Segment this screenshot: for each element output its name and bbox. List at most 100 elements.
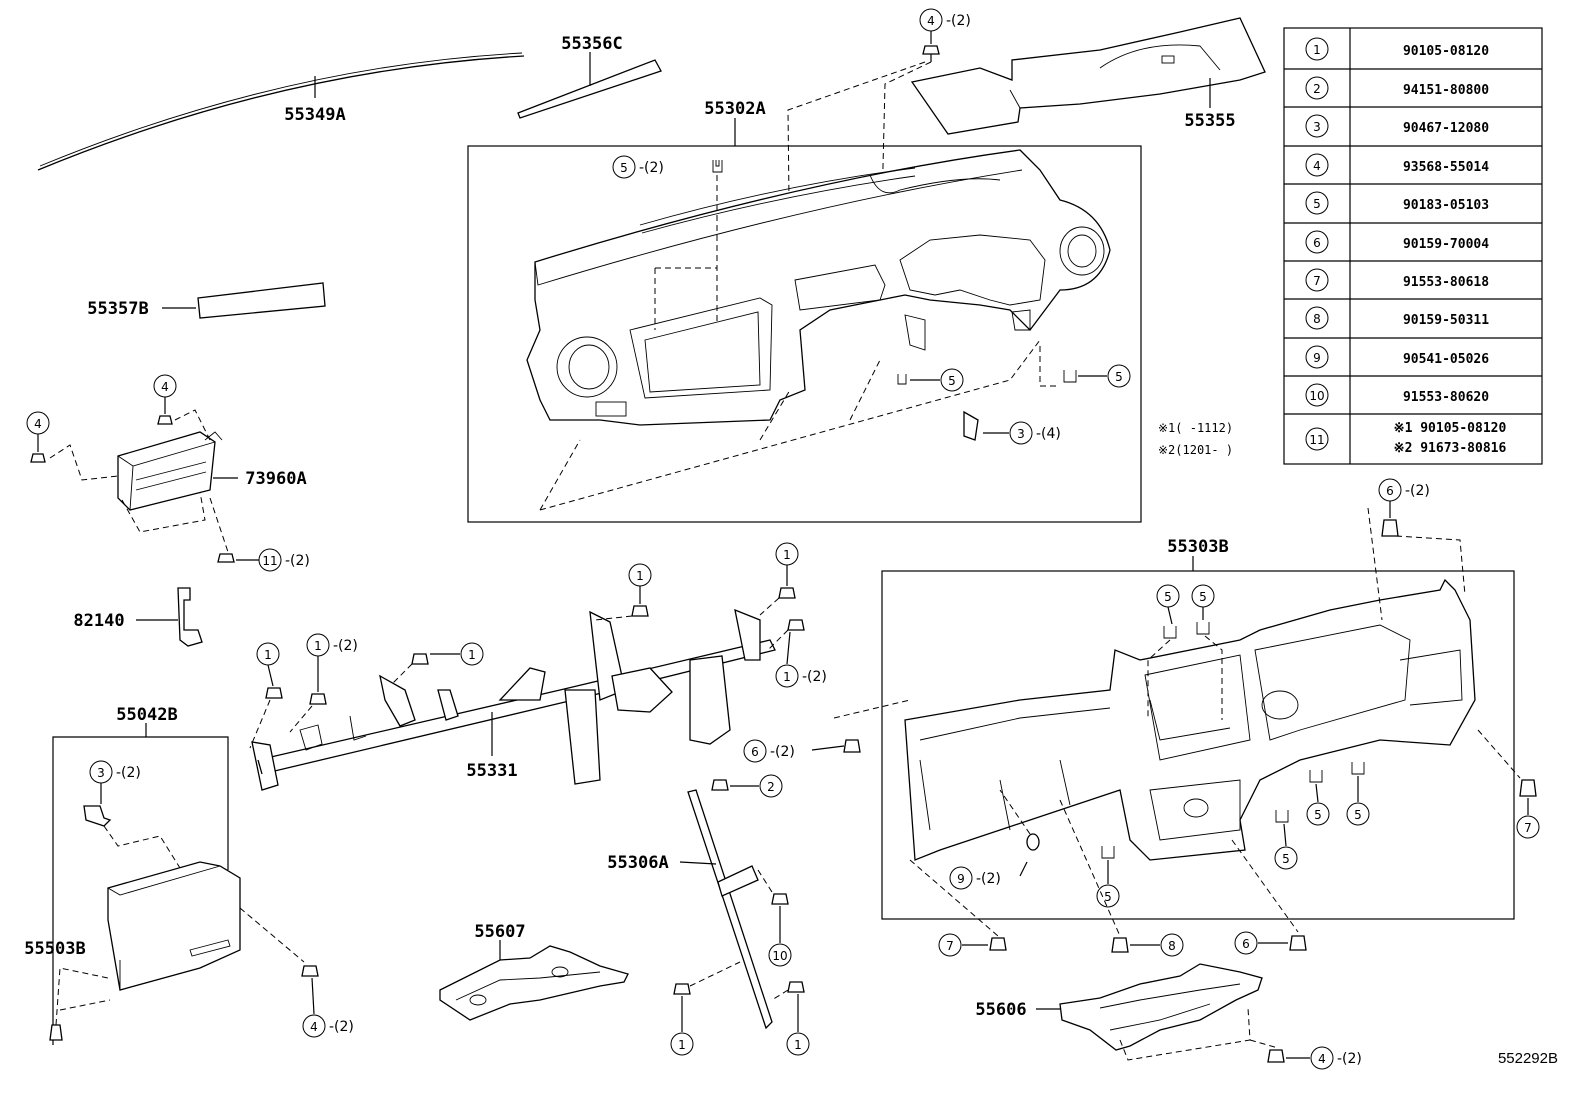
callout-qty: -(4) — [1036, 426, 1061, 442]
callout-number: 1 — [636, 569, 644, 583]
callout-number: 4 — [310, 1020, 318, 1034]
table-row: 5 90183-05103 — [1305, 191, 1489, 215]
callout-qty: -(2) — [976, 871, 1001, 887]
note-1: ※1( -1112) — [1158, 421, 1233, 435]
table-row-no: 6 — [1313, 236, 1321, 250]
box-55302A: 55302A — [467, 99, 1142, 523]
bolt-callout: 1 — [771, 981, 810, 1056]
callout-qty: -(2) — [770, 744, 795, 760]
reinforcement-55331: 55331 — [251, 608, 776, 791]
table-row: 9 90541-05026 — [1305, 345, 1489, 369]
table-row-no: 2 — [1313, 82, 1321, 96]
bolt-callout: 1 — [594, 563, 652, 621]
callout-number: 5 — [1104, 890, 1112, 904]
callout-number: 4 — [1318, 1052, 1326, 1066]
callout-qty: -(2) — [1337, 1051, 1362, 1067]
callout-number: 5 — [1199, 590, 1207, 604]
duct-55607: 55607 — [439, 922, 629, 1021]
box-55042B: 55042B — [52, 705, 229, 1045]
clip-callout: 5 — [1306, 770, 1330, 826]
clip-callout: 9 -(2) — [949, 789, 1040, 890]
callout-number: 5 — [948, 374, 956, 388]
bolt-callout: 6 -(2) — [743, 699, 911, 763]
callout-number: 2 — [767, 780, 775, 794]
bolt-callout: 7 — [1477, 729, 1540, 839]
table-row-part: 93568-55014 — [1403, 160, 1489, 175]
callout-number: 1 — [794, 1038, 802, 1052]
part-label-55356C: 55356C — [561, 34, 622, 54]
table-row: 8 90159-50311 — [1305, 306, 1489, 330]
bolt-callout: 4 — [153, 374, 211, 441]
callout-qty: -(2) — [1405, 483, 1430, 499]
glove-box-55503B: 55503B — [24, 861, 241, 1041]
callout-number: 1 — [678, 1038, 686, 1052]
callout-qty: -(2) — [639, 160, 664, 176]
part-label-55302A: 55302A — [704, 99, 765, 119]
callout-number: 4 — [161, 380, 169, 394]
duct-55606: 55606 — [975, 963, 1263, 1051]
clip-callout: 5 — [1063, 364, 1131, 388]
table-row: 3 90467-12080 — [1305, 114, 1489, 138]
fastener-table: 1 90105-08120 2 94151-80800 3 90467-1208… — [1283, 27, 1543, 465]
table-row: 2 94151-80800 — [1305, 76, 1489, 100]
callout-number: 4 — [34, 417, 42, 431]
callout-number: 6 — [1386, 484, 1394, 498]
clip-callout: 5 — [1191, 584, 1215, 635]
callout-number: 1 — [783, 548, 791, 562]
callout-qty: -(2) — [116, 765, 141, 781]
note-2: ※2(1201- ) — [1158, 443, 1233, 457]
callout-number: 1 — [264, 648, 272, 662]
bolt-callout: 1 -(2) — [767, 619, 827, 688]
callout-number: 11 — [262, 554, 277, 568]
part-label-55042B: 55042B — [116, 705, 177, 725]
cover-55356C: 55356C — [517, 34, 662, 119]
callout-number: 3 — [97, 766, 105, 780]
bolt-callout: 10 — [757, 869, 792, 967]
table-row-no: 7 — [1313, 274, 1321, 288]
bolt-callout: 7 — [909, 859, 1007, 957]
bracket-82140: 82140 — [73, 587, 203, 647]
bracket-callout: 3 -(2) — [83, 760, 181, 869]
callout-number: 1 — [468, 648, 476, 662]
table-row-no: 8 — [1313, 312, 1321, 326]
table-row-no: 9 — [1313, 351, 1321, 365]
callout-qty: -(2) — [946, 13, 971, 29]
callout-number: 7 — [946, 939, 954, 953]
table-row: 10 91553-80620 — [1305, 383, 1489, 407]
clip-callout: 5 — [1096, 846, 1120, 908]
callout-number: 5 — [1354, 808, 1362, 822]
airbag-73960A: 73960A — [117, 431, 307, 511]
bolt-callout: 4 -(2) — [239, 907, 354, 1038]
table-row-no: 1 — [1313, 43, 1321, 57]
callout-number: 3 — [1017, 427, 1025, 441]
part-label-82140: 82140 — [73, 611, 124, 631]
callout-number: 1 — [314, 639, 322, 653]
part-label-55607: 55607 — [474, 922, 525, 942]
part-label-55355: 55355 — [1184, 111, 1235, 131]
table-row-no: 3 — [1313, 120, 1321, 134]
table-row-part-1: ※1 90105-08120 — [1394, 421, 1507, 436]
part-label-73960A: 73960A — [245, 469, 306, 489]
pad-55357B: 55357B — [87, 282, 326, 319]
part-label-55606: 55606 — [975, 1000, 1026, 1020]
bolt-callout: 1 — [249, 642, 283, 749]
bolt-callout: 4 -(2) — [1119, 1007, 1362, 1070]
part-label-55303B: 55303B — [1167, 537, 1228, 557]
bolt-callout: 8 — [1059, 799, 1184, 957]
upper-dashboard-panel — [526, 149, 1111, 426]
callout-number: 7 — [1524, 821, 1532, 835]
callout-qty: -(2) — [329, 1019, 354, 1035]
callout-number: 5 — [1164, 590, 1172, 604]
bolt-callout: 6 — [1231, 839, 1307, 955]
table-row: 7 91553-80618 — [1305, 268, 1489, 292]
table-row: 1 90105-08120 — [1305, 37, 1489, 61]
callout-number: 5 — [1115, 370, 1123, 384]
callout-number: 9 — [957, 872, 965, 886]
bolt-callout: 1 -(2) — [289, 633, 358, 733]
bracket-callout: 3 -(4) — [963, 410, 1061, 445]
table-row-part: 90159-50311 — [1403, 313, 1489, 328]
table-row-no: 5 — [1313, 197, 1321, 211]
callout-qty: -(2) — [285, 553, 310, 569]
bolt-callout: 4 -(2) — [919, 8, 971, 62]
